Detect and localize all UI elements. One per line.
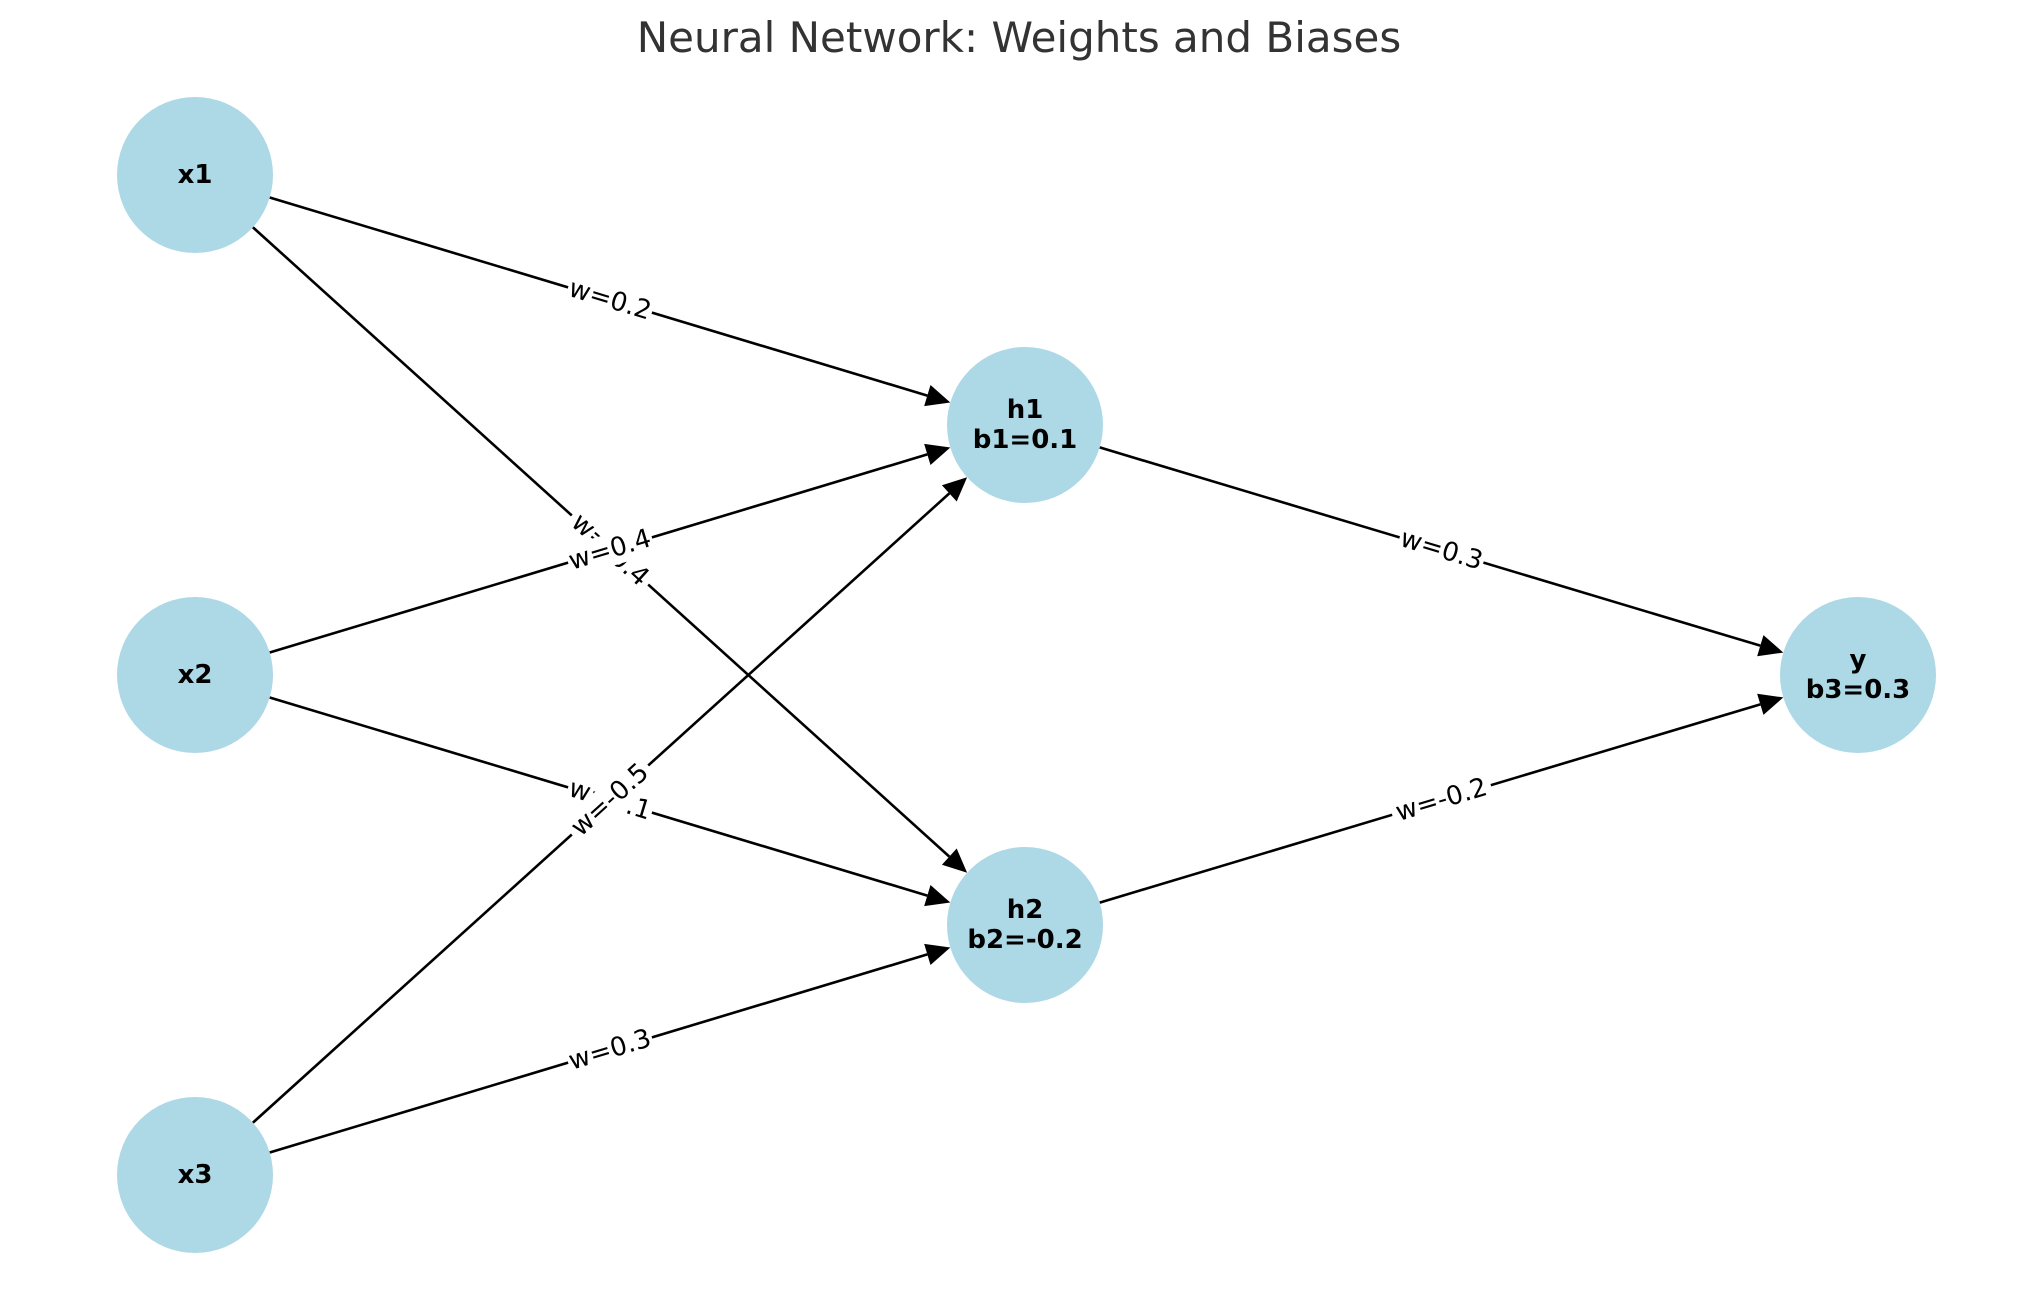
edge-label-background <box>563 272 657 328</box>
arrowhead <box>1757 693 1784 715</box>
edges-layer <box>252 196 1784 1154</box>
node-circle <box>117 97 273 253</box>
arrowhead <box>924 385 951 407</box>
node-y: yb3=0.3 <box>1780 597 1936 753</box>
node-bias: b2=-0.2 <box>967 925 1082 955</box>
edge-weight-label: w=0.3 <box>565 1023 654 1076</box>
edge-weight-label: w=0.3 <box>1397 524 1486 577</box>
node-bias: b1=0.1 <box>973 425 1078 455</box>
node-name: y <box>1850 645 1867 675</box>
node-name: x3 <box>178 1160 213 1190</box>
arrowhead <box>924 943 951 965</box>
node-x2: x2 <box>117 597 273 753</box>
edge-label-background <box>563 1022 657 1078</box>
node-name: h1 <box>1007 395 1044 425</box>
node-circle <box>117 597 273 753</box>
arrowhead <box>941 477 968 502</box>
node-circle <box>1780 597 1936 753</box>
node-circle <box>947 847 1103 1003</box>
arrowhead <box>924 443 951 465</box>
node-circle <box>947 347 1103 503</box>
arrowhead <box>1757 635 1784 657</box>
edge-label-h2-y: w=-0.2 <box>1387 769 1496 831</box>
edge-label-x3-h2: w=0.3 <box>563 1022 657 1078</box>
node-x3: x3 <box>117 1097 273 1253</box>
edge-label-h1-y: w=0.3 <box>1394 522 1489 578</box>
edge-label-background <box>563 522 657 578</box>
node-circle <box>117 1097 273 1253</box>
edge-label-x1-h1: w=0.2 <box>563 272 657 328</box>
arrowhead <box>924 885 951 907</box>
edge-weight-label: w=-0.2 <box>1392 772 1490 828</box>
edge-weight-label: w=0.2 <box>565 273 654 326</box>
node-bias: b3=0.3 <box>1806 675 1911 705</box>
node-name: x1 <box>178 160 213 190</box>
node-x1: x1 <box>117 97 273 253</box>
arrowhead <box>941 848 968 873</box>
node-name: h2 <box>1007 895 1044 925</box>
edge-label-background <box>1387 769 1496 831</box>
edge-label-background <box>1394 522 1489 578</box>
diagram-title: Neural Network: Weights and Biases <box>637 13 1402 62</box>
node-name: x2 <box>178 660 213 690</box>
edge-label-background <box>561 753 659 847</box>
